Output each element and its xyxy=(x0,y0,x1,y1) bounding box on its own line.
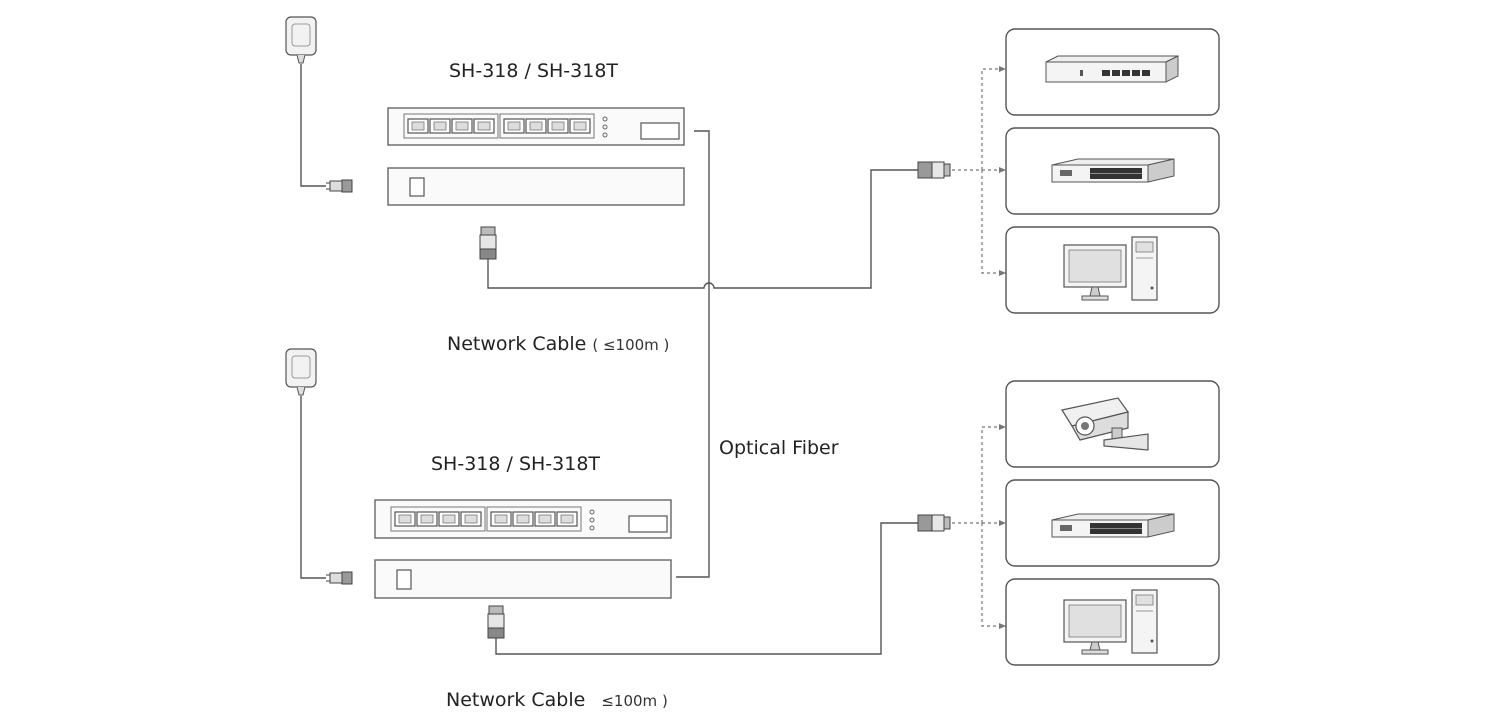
switch-top-back xyxy=(387,167,685,206)
cable-range-text: ≤100m ) xyxy=(601,692,668,710)
switch-bottom-back xyxy=(374,559,672,599)
endpoint-box-router xyxy=(1005,28,1220,116)
switch-bottom-front xyxy=(374,499,672,539)
cable-label-text: Network Cable xyxy=(447,333,587,355)
switch-top-model-label: SH-318 / SH-318T xyxy=(449,60,619,82)
network-cable-line xyxy=(487,169,918,289)
switch-icon xyxy=(1051,513,1175,538)
security-camera-icon xyxy=(1061,397,1149,451)
rj45-connector-icon xyxy=(917,161,951,179)
power-cable xyxy=(300,64,326,187)
network-cable-label-bottom: Network Cable ≤100m ) xyxy=(446,689,668,711)
dc-plug-icon xyxy=(325,179,353,193)
router-icon xyxy=(1045,55,1179,83)
rj45-connector-icon xyxy=(487,605,505,639)
distribution-lines xyxy=(952,426,1006,627)
power-adapter-icon xyxy=(285,16,317,64)
optical-fiber-line xyxy=(676,130,710,578)
power-adapter-icon xyxy=(285,348,317,396)
computer-icon xyxy=(1063,589,1158,655)
switch-bottom-model-label: SH-318 / SH-318T xyxy=(431,453,601,475)
cable-label-text: Network Cable xyxy=(446,689,586,711)
optical-fiber-label: Optical Fiber xyxy=(719,437,839,459)
distribution-lines xyxy=(952,68,1006,274)
endpoint-box-computer xyxy=(1005,578,1220,666)
power-cable xyxy=(300,396,326,579)
computer-icon xyxy=(1063,236,1158,301)
endpoint-box-switch xyxy=(1005,127,1220,215)
dc-plug-icon xyxy=(325,571,353,585)
endpoint-box-computer xyxy=(1005,226,1220,314)
switch-icon xyxy=(1051,158,1175,183)
rj45-connector-icon xyxy=(479,226,497,260)
rj45-connector-icon xyxy=(917,514,951,532)
cable-range-text: ( ≤100m ) xyxy=(592,336,670,354)
endpoint-box-switch xyxy=(1005,479,1220,567)
network-cable-line xyxy=(495,522,918,655)
network-cable-label-top: Network Cable ( ≤100m ) xyxy=(447,333,669,355)
endpoint-box-camera xyxy=(1005,380,1220,468)
switch-top-front xyxy=(387,107,685,146)
